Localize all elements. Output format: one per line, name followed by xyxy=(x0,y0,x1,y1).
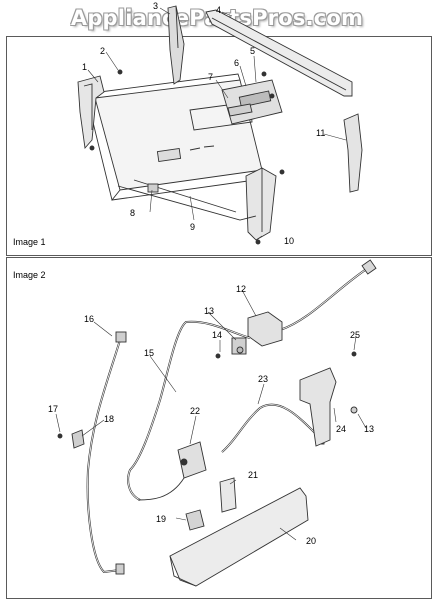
callout-24: 24 xyxy=(336,424,346,434)
bracket-24 xyxy=(299,367,337,447)
callout-6: 6 xyxy=(234,58,239,68)
callout-15: 15 xyxy=(144,348,154,358)
bracket-21 xyxy=(219,477,237,513)
callout-22: 22 xyxy=(190,406,200,416)
callout-10: 10 xyxy=(284,236,294,246)
vent-trim-4 xyxy=(205,9,353,97)
end-cap-right xyxy=(245,167,277,241)
diagram-panel-1: Image 1 xyxy=(6,36,432,256)
callout-9: 9 xyxy=(190,222,195,232)
callout-1: 1 xyxy=(82,62,87,72)
callout-12: 12 xyxy=(236,284,246,294)
callout-7: 7 xyxy=(208,72,213,82)
callout-23: 23 xyxy=(258,374,268,384)
callout-2: 2 xyxy=(100,46,105,56)
side-bracket-11 xyxy=(343,113,363,193)
panel-label-2: Image 2 xyxy=(13,270,46,280)
diagram-panel-2: Image 2 xyxy=(6,257,432,599)
callout-4: 4 xyxy=(216,5,221,15)
burner-tube-16 xyxy=(86,339,121,574)
callout-16: 16 xyxy=(84,314,94,324)
safety-valve-22 xyxy=(177,441,207,479)
callout-3: 3 xyxy=(153,1,158,11)
callout-11: 11 xyxy=(316,128,325,138)
callout-21: 21 xyxy=(248,470,258,480)
callout-labels: 1 2 3 4 5 6 7 8 9 10 11 12 13 13 14 15 1… xyxy=(48,1,374,546)
callout-19: 19 xyxy=(156,514,166,524)
callout-13-upper: 13 xyxy=(204,306,214,316)
valve-19 xyxy=(185,509,205,531)
manifold-bracket-12 xyxy=(247,311,283,347)
callout-5: 5 xyxy=(250,46,255,56)
callout-13-lower: 13 xyxy=(364,424,374,434)
callout-17: 17 xyxy=(48,404,58,414)
callout-18: 18 xyxy=(104,414,114,424)
panel-label-1: Image 1 xyxy=(13,237,46,247)
callout-14: 14 xyxy=(212,330,222,340)
mounting-rail-20 xyxy=(169,487,309,587)
gas-tube-23 xyxy=(221,403,321,453)
bracket-3 xyxy=(167,5,185,85)
callout-20: 20 xyxy=(306,536,316,546)
callout-25: 25 xyxy=(350,330,360,340)
end-cap-left xyxy=(77,75,105,150)
callout-8: 8 xyxy=(130,208,135,218)
